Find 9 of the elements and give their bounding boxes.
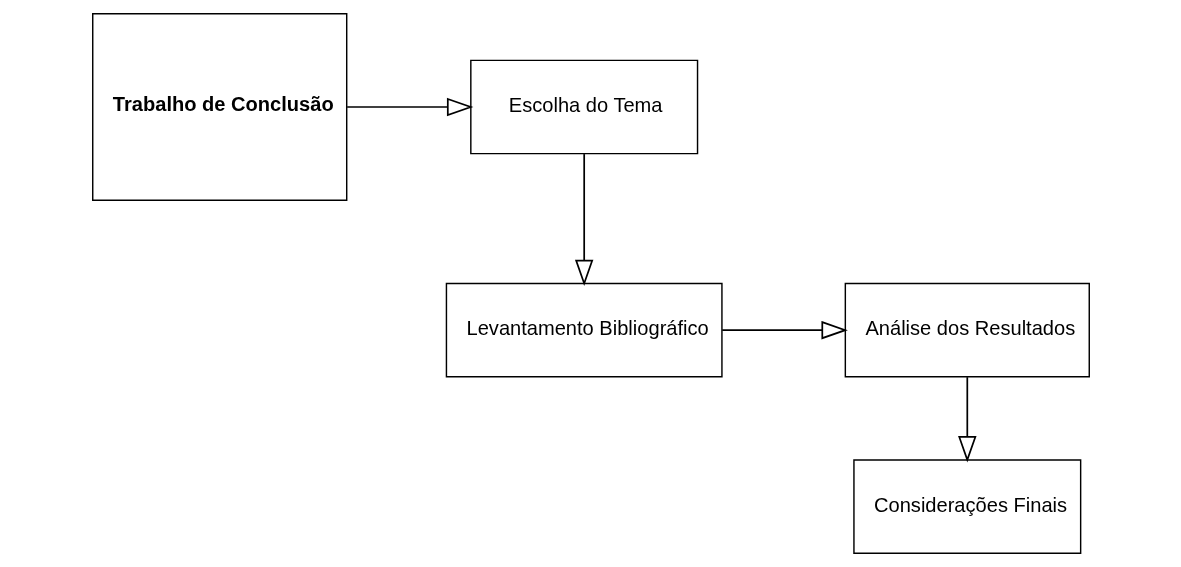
- node-box: Escolha do Tema: [469, 59, 698, 155]
- node-box: Trabalho de Conclusão: [91, 13, 347, 201]
- arrow: [720, 320, 848, 340]
- node-box: Considerações Finais: [852, 459, 1081, 554]
- arrow: [957, 376, 977, 463]
- node-box: Levantamento Bibliográfico: [445, 282, 723, 378]
- arrow: [574, 153, 593, 287]
- arrow: [345, 97, 473, 117]
- node-box: Análise dos Resultados: [844, 282, 1090, 378]
